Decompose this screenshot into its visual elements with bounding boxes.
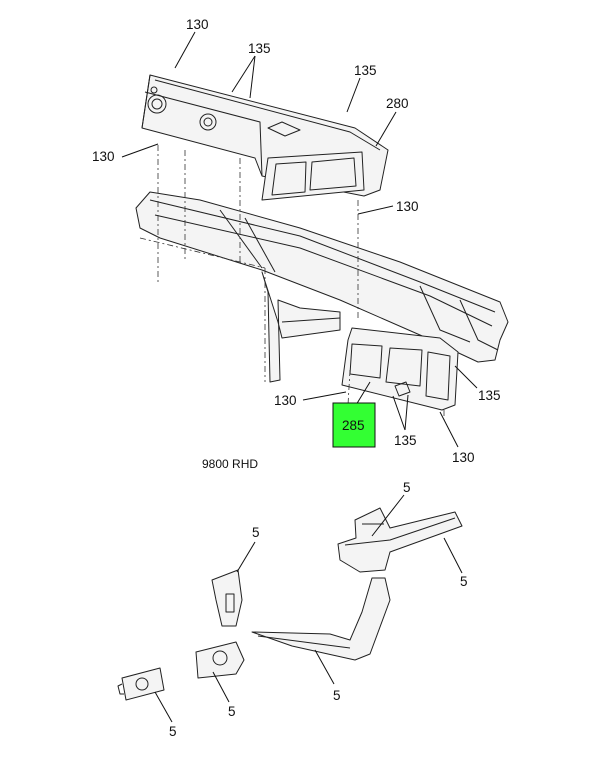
- callout-130-low: 130: [274, 393, 297, 408]
- bracket-plate: [117, 667, 165, 701]
- callout-5-c: 5: [460, 574, 468, 589]
- callout-135-right: 135: [354, 63, 377, 78]
- callout-135-side: 135: [478, 388, 501, 403]
- callout-5-f: 5: [169, 724, 177, 739]
- callout-labels: 130 135 135 280 130 130 130 285 135 135 …: [92, 17, 501, 739]
- callout-5-b: 5: [252, 525, 260, 540]
- bracket-round-hole: [195, 641, 245, 679]
- bracket-vertical-upper: [211, 569, 243, 627]
- callout-135-top: 135: [248, 41, 271, 56]
- model-caption: 9800 RHD: [202, 457, 258, 471]
- callout-5-d: 5: [333, 688, 341, 703]
- callout-130-left: 130: [92, 149, 115, 164]
- callout-130-bottom: 130: [452, 450, 475, 465]
- callout-5-a: 5: [403, 480, 411, 495]
- highlight-box-285: [332, 402, 376, 448]
- bracket-long-lower: [251, 577, 391, 661]
- callout-280: 280: [386, 96, 409, 111]
- callout-130-mid: 130: [396, 199, 419, 214]
- leader-lines: [121, 31, 478, 723]
- callout-130-top: 130: [186, 17, 209, 32]
- callout-285: 285: [342, 418, 365, 433]
- bracket-long-horizontal: [337, 507, 463, 573]
- callout-135-bottom: 135: [394, 433, 417, 448]
- callout-5-e: 5: [228, 704, 236, 719]
- upper-dash-panel: [135, 74, 509, 420]
